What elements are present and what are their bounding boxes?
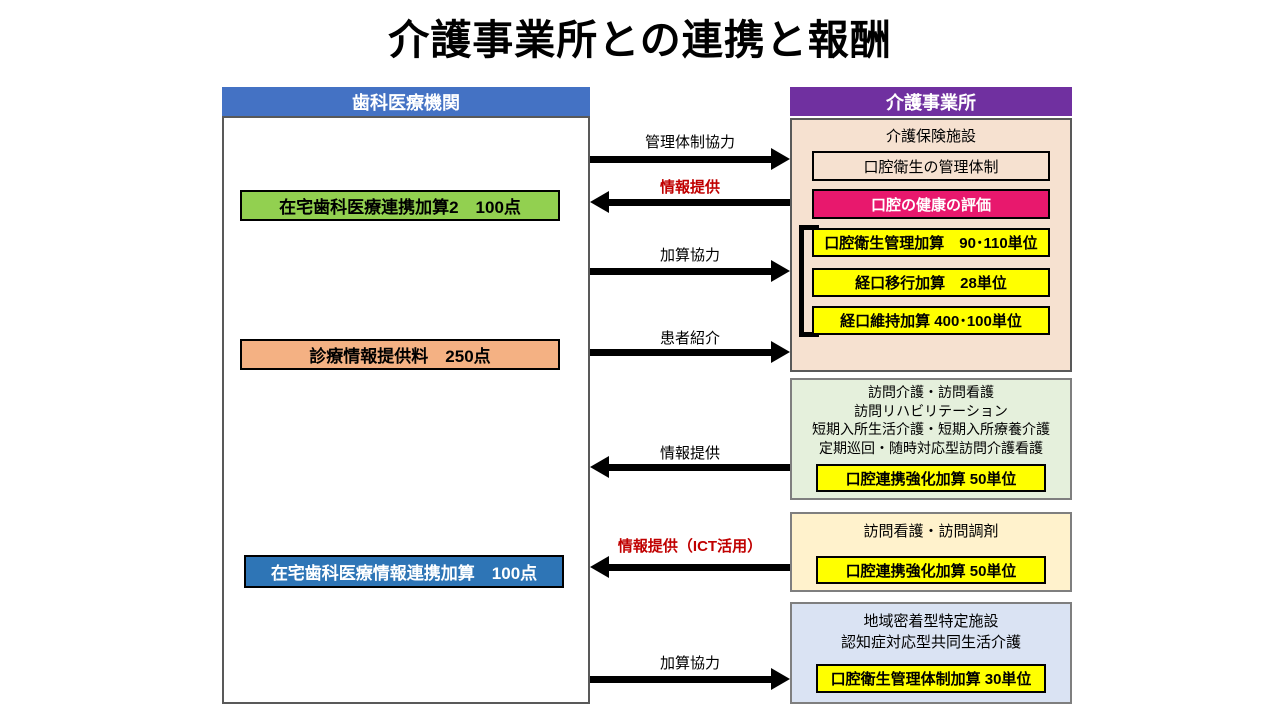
arrow-right-head-icon <box>771 668 790 690</box>
page-title: 介護事業所との連携と報酬 <box>388 17 892 63</box>
arrow-management-cooperation <box>590 148 790 171</box>
arrow-information-provision-ict <box>590 556 790 579</box>
left-column-header: 歯科医療機関 <box>222 87 590 116</box>
box-oral-hygiene-management-system: 口腔衛生の管理体制 <box>812 151 1050 181</box>
box-oral-health-evaluation: 口腔の健康の評価 <box>812 189 1050 219</box>
arrow-label-addition-cooperation-2: 加算協力 <box>659 656 720 672</box>
panel-service-list: 地域密着型特定施設 認知症対応型共同生活介護 <box>792 612 1070 654</box>
arrow-patient-referral <box>590 341 790 364</box>
service-line: 地域密着型特定施設 <box>863 614 999 630</box>
panel-home-visit-care-services: 訪問介護・訪問看護 訪問リハビリテーション 短期入所生活介護・短期入所療養介護 … <box>790 378 1072 500</box>
box-medical-information-fee: 診療情報提供料 250点 <box>240 339 560 370</box>
box-oral-transition-addition: 経口移行加算 28単位 <box>812 268 1050 297</box>
service-line: 短期入所生活介護・短期入所療養介護 <box>812 423 1050 438</box>
arrow-label-management-cooperation: 管理体制協力 <box>644 135 735 151</box>
arrow-label-information-provision-2: 情報提供 <box>659 446 720 462</box>
arrow-left-head-icon <box>590 456 609 478</box>
arrow-label-addition-cooperation: 加算協力 <box>659 248 720 264</box>
arrow-right-head-icon <box>771 341 790 363</box>
service-line: 訪問介護・訪問看護 <box>868 386 994 401</box>
arrow-line <box>590 676 775 683</box>
box-oral-cooperation-strengthening-addition: 口腔連携強化加算 50単位 <box>816 464 1046 492</box>
box-home-dental-cooperation-addition2: 在宅歯科医療連携加算2 100点 <box>240 190 560 221</box>
service-line: 認知症対応型共同生活介護 <box>840 635 1021 651</box>
arrow-information-provision <box>590 191 790 214</box>
right-column-header: 介護事業所 <box>790 87 1072 116</box>
panel-title: 介護保険施設 <box>885 129 976 145</box>
arrow-line <box>590 268 775 275</box>
arrow-line <box>590 156 775 163</box>
arrow-addition-cooperation-2 <box>590 668 790 691</box>
panel-service-list: 訪問介護・訪問看護 訪問リハビリテーション 短期入所生活介護・短期入所療養介護 … <box>792 385 1070 459</box>
box-oral-hygiene-management-addition: 口腔衛生管理加算 90･110単位 <box>812 228 1050 257</box>
service-line: 訪問看護・訪問調剤 <box>863 524 999 540</box>
arrow-line <box>605 464 790 471</box>
arrow-addition-cooperation <box>590 260 790 283</box>
panel-visit-nursing-dispensing: 訪問看護・訪問調剤 口腔連携強化加算 50単位 <box>790 512 1072 592</box>
arrow-line <box>590 349 775 356</box>
box-oral-hygiene-management-system-addition: 口腔衛生管理体制加算 30単位 <box>816 664 1046 693</box>
arrow-right-head-icon <box>771 148 790 170</box>
arrow-left-head-icon <box>590 556 609 578</box>
box-oral-maintenance-addition: 経口維持加算 400･100単位 <box>812 306 1050 335</box>
arrow-line <box>605 564 790 571</box>
arrow-label-patient-referral: 患者紹介 <box>659 331 720 347</box>
additions-bracket <box>799 225 819 337</box>
arrow-right-head-icon <box>771 260 790 282</box>
arrow-left-head-icon <box>590 191 609 213</box>
service-line: 定期巡回・随時対応型訪問介護看護 <box>819 441 1043 457</box>
arrow-label-information-provision: 情報提供 <box>659 179 720 196</box>
panel-service-list: 訪問看護・訪問調剤 <box>792 523 1070 542</box>
arrow-information-provision-2 <box>590 456 790 479</box>
panel-community-based-facility: 地域密着型特定施設 認知症対応型共同生活介護 口腔衛生管理体制加算 30単位 <box>790 602 1072 704</box>
panel-care-insurance-facility: 介護保険施設 口腔衛生の管理体制 口腔の健康の評価 口腔衛生管理加算 90･11… <box>790 118 1072 372</box>
arrow-line <box>605 199 790 206</box>
service-line: 訪問リハビリテーション <box>854 404 1008 420</box>
box-oral-cooperation-strengthening-addition: 口腔連携強化加算 50単位 <box>816 556 1046 584</box>
arrow-label-information-provision-ict: 情報提供（ICT活用） <box>617 538 763 555</box>
box-home-dental-info-cooperation-addition: 在宅歯科医療情報連携加算 100点 <box>244 555 564 588</box>
